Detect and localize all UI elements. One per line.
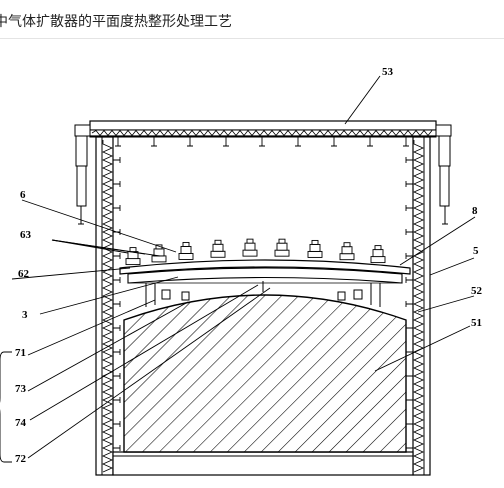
lid-spring xyxy=(295,137,301,147)
label-62: 62 xyxy=(18,268,30,280)
block-cap xyxy=(278,238,286,244)
wall-spring xyxy=(113,253,121,259)
top-lid xyxy=(89,120,437,147)
wall-spring xyxy=(405,397,413,403)
wall-spring xyxy=(405,157,413,163)
lid-spring xyxy=(259,137,265,147)
label-8: 8 xyxy=(472,205,478,217)
page-title: 中气体扩散器的平面度热整形处理工艺 xyxy=(0,14,232,30)
label-52: 52 xyxy=(471,285,483,297)
right-clamp-cylinder xyxy=(435,124,452,225)
block-base xyxy=(274,249,290,257)
label-6: 6 xyxy=(20,189,26,201)
lid-spring xyxy=(151,137,157,147)
block-base xyxy=(125,258,141,266)
diffuser-plate xyxy=(119,259,411,284)
left-heating-coil xyxy=(102,140,113,473)
lower-mold xyxy=(123,294,407,453)
wall-spring xyxy=(405,325,413,331)
wall-spring xyxy=(405,373,413,379)
wall-spring xyxy=(113,205,121,211)
label-71: 71 xyxy=(15,347,26,359)
wall-spring xyxy=(405,253,413,259)
block-base xyxy=(339,253,355,261)
block-cap xyxy=(129,247,137,253)
block-cap xyxy=(246,238,254,244)
lid-spring xyxy=(403,137,409,147)
lid-spring xyxy=(331,137,337,147)
block-body xyxy=(276,242,288,251)
block-body xyxy=(341,246,353,255)
label-73: 73 xyxy=(15,383,27,395)
wall-spring xyxy=(113,277,121,283)
wall-spring xyxy=(405,181,413,187)
wall-spring xyxy=(405,349,413,355)
wall-spring xyxy=(113,349,121,355)
lid-coil-path xyxy=(91,129,433,137)
block-body xyxy=(180,245,192,254)
wall-spring xyxy=(405,205,413,211)
label-51: 51 xyxy=(471,317,482,329)
label-63: 63 xyxy=(20,229,32,241)
lid-spring xyxy=(367,137,373,147)
block-body xyxy=(212,243,224,252)
right-spring-ticks xyxy=(405,157,413,451)
block-cap xyxy=(311,239,319,245)
support-posts xyxy=(145,281,381,307)
label-5: 5 xyxy=(473,245,479,257)
wall-spring xyxy=(405,301,413,307)
left-clamp-cylinder xyxy=(74,124,91,225)
block-base xyxy=(151,255,167,263)
block-base xyxy=(307,250,323,258)
leader-lines xyxy=(0,75,476,463)
block-base xyxy=(210,250,226,258)
left-wall xyxy=(95,136,121,476)
lid-heating-coil xyxy=(91,129,433,137)
pressing-blocks xyxy=(125,238,386,266)
block-cap xyxy=(343,242,351,248)
title-bar: 中气体扩散器的平面度热整形处理工艺 xyxy=(0,0,504,39)
lid-spring xyxy=(115,137,121,147)
label-72: 72 xyxy=(15,453,27,465)
base-plate xyxy=(112,451,414,476)
label-3: 3 xyxy=(22,309,28,321)
wall-spring xyxy=(405,445,413,451)
wall-spring xyxy=(113,445,121,451)
block-base xyxy=(370,256,386,264)
block-cap xyxy=(374,245,382,251)
lid-spring xyxy=(223,137,229,147)
wall-spring xyxy=(405,421,413,427)
block-base xyxy=(178,252,194,260)
left-spring-ticks xyxy=(113,157,121,451)
lid-spring xyxy=(187,137,193,147)
lid-spring-ticks xyxy=(115,137,409,147)
right-heating-coil xyxy=(413,140,424,473)
wall-spring xyxy=(113,421,121,427)
wall-spring xyxy=(113,157,121,163)
wall-spring xyxy=(405,229,413,235)
block-base xyxy=(242,249,258,257)
block-cap xyxy=(214,239,222,245)
wall-coil-path xyxy=(102,140,113,473)
wall-spring xyxy=(113,181,121,187)
label-74: 74 xyxy=(15,417,27,429)
wall-spring xyxy=(113,325,121,331)
wall-spring xyxy=(113,397,121,403)
block-body xyxy=(372,249,384,258)
block-body xyxy=(244,242,256,251)
block-body xyxy=(309,243,321,252)
wall-spring xyxy=(113,301,121,307)
wall-spring xyxy=(405,277,413,283)
block-cap xyxy=(182,241,190,247)
right-wall xyxy=(405,136,431,476)
wall-coil-path xyxy=(413,140,424,473)
block-body xyxy=(153,248,165,257)
label-53: 53 xyxy=(382,66,394,78)
wall-spring xyxy=(113,373,121,379)
